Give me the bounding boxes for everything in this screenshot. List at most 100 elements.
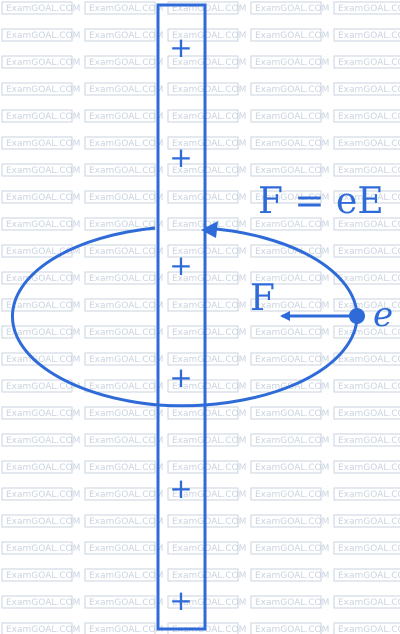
watermark-text: ExamGOAL.COM bbox=[6, 544, 80, 554]
plus-charge: + bbox=[169, 361, 192, 394]
watermark-text: ExamGOAL.COM bbox=[338, 463, 400, 473]
watermark-text: ExamGOAL.COM bbox=[255, 355, 329, 365]
watermark-box bbox=[1, 352, 73, 366]
watermark-box bbox=[250, 460, 322, 474]
watermark-box bbox=[333, 460, 400, 474]
watermark-text: ExamGOAL.COM bbox=[172, 193, 246, 203]
watermark-box bbox=[250, 622, 322, 634]
watermark-box bbox=[84, 406, 156, 420]
watermark-text: ExamGOAL.COM bbox=[255, 490, 329, 500]
watermark-box bbox=[333, 433, 400, 447]
watermark-text: ExamGOAL.COM bbox=[172, 85, 246, 95]
watermark-box bbox=[1, 55, 73, 69]
watermark-text: ExamGOAL.COM bbox=[338, 166, 400, 176]
watermark-box bbox=[1, 217, 73, 231]
watermark-text: ExamGOAL.COM bbox=[6, 31, 80, 41]
watermark-box bbox=[84, 136, 156, 150]
watermark-text: ExamGOAL.COM bbox=[89, 436, 163, 446]
watermark-text: ExamGOAL.COM bbox=[172, 301, 246, 311]
watermark-box bbox=[333, 82, 400, 96]
watermark-box bbox=[250, 379, 322, 393]
watermark-box bbox=[1, 406, 73, 420]
watermark-text: ExamGOAL.COM bbox=[338, 274, 400, 284]
watermark-text: ExamGOAL.COM bbox=[89, 4, 163, 14]
watermark-box bbox=[333, 1, 400, 15]
watermark-text: ExamGOAL.COM bbox=[338, 193, 400, 203]
watermark-text: ExamGOAL.COM bbox=[255, 247, 329, 257]
watermark-box bbox=[250, 595, 322, 609]
centripetal-arrow-head bbox=[201, 221, 218, 238]
watermark-text: ExamGOAL.COM bbox=[89, 274, 163, 284]
watermark-box bbox=[250, 136, 322, 150]
watermark-text: ExamGOAL.COM bbox=[89, 193, 163, 203]
watermark-text: ExamGOAL.COM bbox=[172, 436, 246, 446]
watermark-text: ExamGOAL.COM bbox=[172, 382, 246, 392]
watermark-text: ExamGOAL.COM bbox=[89, 85, 163, 95]
watermark-box bbox=[84, 622, 156, 634]
watermark-text: ExamGOAL.COM bbox=[172, 355, 246, 365]
watermark-text: ExamGOAL.COM bbox=[255, 436, 329, 446]
watermark-text: ExamGOAL.COM bbox=[255, 463, 329, 473]
watermark-text: ExamGOAL.COM bbox=[255, 274, 329, 284]
watermark-text: ExamGOAL.COM bbox=[338, 328, 400, 338]
watermark-text: ExamGOAL.COM bbox=[255, 544, 329, 554]
watermark-text: ExamGOAL.COM bbox=[6, 4, 80, 14]
watermark-box bbox=[250, 541, 322, 555]
watermark-box bbox=[167, 595, 239, 609]
watermark-box bbox=[167, 55, 239, 69]
watermark-box bbox=[333, 487, 400, 501]
watermark-box bbox=[84, 163, 156, 177]
watermark-box bbox=[1, 433, 73, 447]
watermark-box bbox=[167, 163, 239, 177]
watermark-text: ExamGOAL.COM bbox=[89, 139, 163, 149]
watermark-text: ExamGOAL.COM bbox=[255, 139, 329, 149]
watermark-text: ExamGOAL.COM bbox=[89, 328, 163, 338]
watermark-box bbox=[333, 271, 400, 285]
watermark-text: ExamGOAL.COM bbox=[255, 166, 329, 176]
watermark-text: ExamGOAL.COM bbox=[172, 598, 246, 608]
watermark-box bbox=[167, 487, 239, 501]
watermark-text: ExamGOAL.COM bbox=[172, 247, 246, 257]
watermark-box bbox=[84, 433, 156, 447]
watermark-text: ExamGOAL.COM bbox=[172, 139, 246, 149]
watermark-box bbox=[1, 595, 73, 609]
watermark-box bbox=[1, 82, 73, 96]
watermark-box bbox=[167, 298, 239, 312]
watermark-text: ExamGOAL.COM bbox=[6, 139, 80, 149]
watermark-box bbox=[250, 514, 322, 528]
watermark-box bbox=[84, 28, 156, 42]
watermark-text: ExamGOAL.COM bbox=[255, 220, 329, 230]
watermark-box bbox=[333, 28, 400, 42]
watermark-text: ExamGOAL.COM bbox=[89, 625, 163, 634]
watermark-box bbox=[167, 136, 239, 150]
watermark-box bbox=[333, 325, 400, 339]
watermark-text: ExamGOAL.COM bbox=[89, 220, 163, 230]
watermark-box bbox=[250, 406, 322, 420]
watermark-box bbox=[250, 109, 322, 123]
watermark-box bbox=[84, 595, 156, 609]
watermark-text: ExamGOAL.COM bbox=[6, 598, 80, 608]
watermark-text: ExamGOAL.COM bbox=[89, 571, 163, 581]
watermark-text: ExamGOAL.COM bbox=[338, 355, 400, 365]
watermark-text: ExamGOAL.COM bbox=[6, 247, 80, 257]
watermark-box bbox=[250, 352, 322, 366]
watermark-text: ExamGOAL.COM bbox=[338, 31, 400, 41]
watermark-text: ExamGOAL.COM bbox=[255, 598, 329, 608]
watermark-box bbox=[1, 1, 73, 15]
plus-charge: + bbox=[169, 249, 192, 282]
watermark-box bbox=[250, 217, 322, 231]
watermark-box bbox=[84, 379, 156, 393]
watermark-text: ExamGOAL.COM bbox=[6, 490, 80, 500]
watermark-box bbox=[250, 55, 322, 69]
watermark-text: ExamGOAL.COM bbox=[338, 247, 400, 257]
watermark-box bbox=[167, 82, 239, 96]
watermark-box bbox=[167, 109, 239, 123]
watermark-box bbox=[167, 244, 239, 258]
watermark-text: ExamGOAL.COM bbox=[172, 220, 246, 230]
watermark-box bbox=[1, 136, 73, 150]
watermark-text: ExamGOAL.COM bbox=[89, 112, 163, 122]
charged-rod bbox=[156, 3, 207, 631]
watermark-text: ExamGOAL.COM bbox=[172, 58, 246, 68]
watermark-box bbox=[333, 55, 400, 69]
